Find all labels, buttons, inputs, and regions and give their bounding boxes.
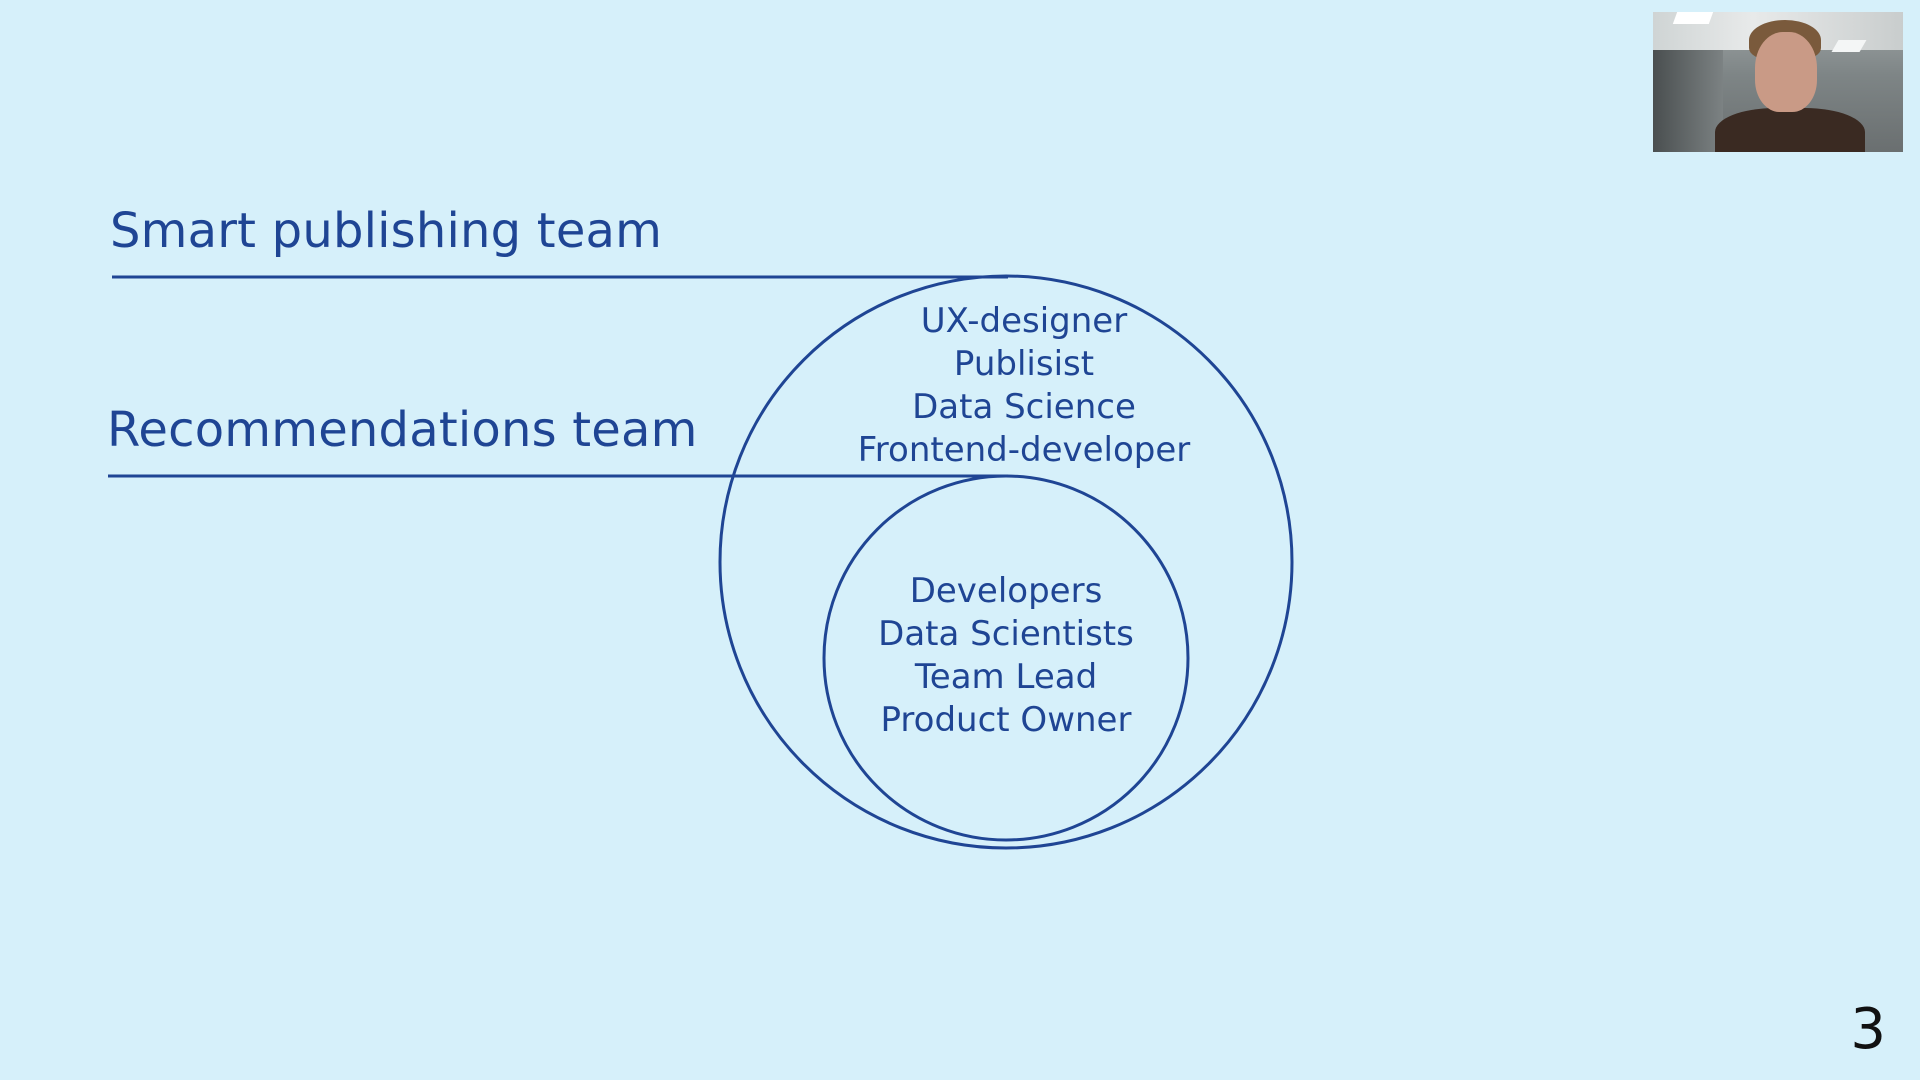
- role-item: Product Owner: [880, 700, 1132, 740]
- ceiling-light: [1672, 12, 1714, 24]
- webcam-thumbnail: [1653, 12, 1903, 152]
- role-item: Team Lead: [914, 657, 1098, 697]
- role-item: UX-designer: [920, 301, 1128, 341]
- recommendations-circle: [822, 474, 1190, 842]
- webcam-wall: [1653, 50, 1723, 152]
- presenter-face: [1755, 32, 1817, 112]
- role-item: Data Science: [912, 387, 1136, 427]
- role-item: Developers: [909, 571, 1103, 611]
- ceiling-light: [1831, 40, 1867, 52]
- page-number: 3: [1850, 997, 1886, 1062]
- recommendations-roles: Developers Data Scientists Team Lead Pro…: [806, 570, 1206, 742]
- smart-publishing-roles: UX-designer Publisist Data Science Front…: [824, 300, 1224, 472]
- presenter-body: [1715, 108, 1865, 152]
- smart-publishing-circle: [718, 274, 1294, 850]
- role-item: Frontend-developer: [857, 430, 1191, 470]
- role-item: Publisist: [953, 344, 1095, 384]
- role-item: Data Scientists: [878, 614, 1134, 654]
- smart-publishing-team-label: Smart publishing team: [110, 203, 663, 259]
- recommendations-team-label: Recommendations team: [107, 402, 698, 458]
